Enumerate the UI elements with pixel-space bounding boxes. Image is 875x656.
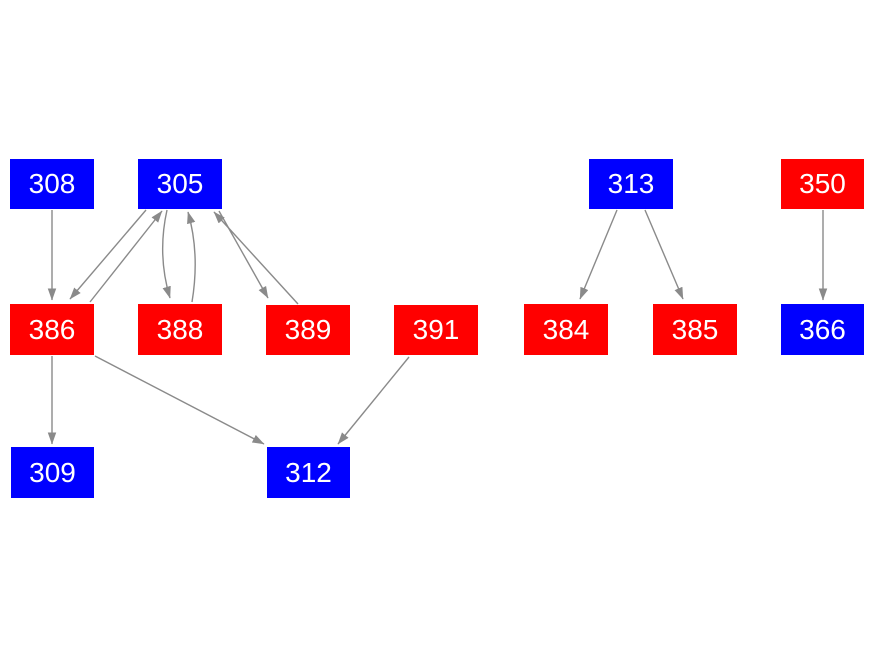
node-label: 385 (671, 313, 719, 345)
node-label: 350 (799, 168, 846, 199)
node-label: 312 (285, 456, 332, 488)
node-label: 308 (28, 168, 76, 199)
graph-node-305[interactable]: 305 (138, 159, 222, 209)
graph-node-312[interactable]: 312 (267, 447, 350, 498)
node-label: 313 (607, 168, 655, 199)
node-label: 389 (284, 314, 332, 345)
edge-388-305 (187, 211, 196, 303)
edge-389-305 (213, 211, 299, 305)
edge-313-385 (644, 209, 684, 300)
graph-node-313[interactable]: 313 (589, 159, 673, 209)
edge-391-312 (337, 356, 410, 445)
node-label: 305 (156, 168, 204, 199)
node-label: 366 (799, 313, 846, 345)
graph-node-308[interactable]: 308 (10, 159, 94, 209)
node-label: 309 (29, 456, 76, 488)
graph-node-391[interactable]: 391 (394, 305, 478, 355)
edge-386-305 (89, 210, 163, 303)
edge-305-389 (218, 210, 269, 299)
graph-node-386[interactable]: 386 (10, 304, 94, 355)
graph-node-388[interactable]: 388 (138, 304, 222, 355)
graph-node-366[interactable]: 366 (781, 304, 864, 355)
graph-node-309[interactable]: 309 (11, 447, 94, 498)
edge-305-388 (161, 209, 171, 299)
edge-313-384 (579, 209, 618, 300)
graph-node-350[interactable]: 350 (781, 159, 864, 209)
node-label: 391 (412, 314, 460, 345)
edge-386-312 (94, 355, 265, 445)
edge-305-386 (69, 209, 147, 300)
graph-node-389[interactable]: 389 (266, 305, 350, 355)
graph-node-385[interactable]: 385 (653, 304, 737, 355)
graph-node-384[interactable]: 384 (524, 304, 608, 355)
node-label: 386 (28, 313, 76, 345)
node-label: 388 (156, 313, 204, 345)
node-label: 384 (542, 313, 590, 345)
